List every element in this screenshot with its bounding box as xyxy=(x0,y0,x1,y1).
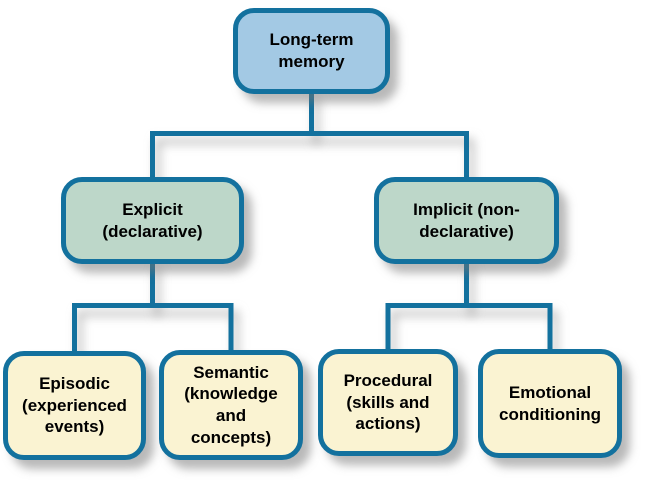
edge-root-bracket xyxy=(150,131,469,180)
node-emotional-conditioning-label: Emotional conditioning xyxy=(499,382,601,424)
edge-explicit-bracket xyxy=(72,303,234,355)
node-long-term-memory-label: Long-term memory xyxy=(269,30,354,71)
node-explicit-declarative: Explicit (declarative) xyxy=(61,177,244,264)
node-semantic: Semantic (knowledge and concepts) xyxy=(159,350,303,460)
node-implicit-non-declarative: Implicit (non-declarative) xyxy=(374,177,559,264)
node-explicit-declarative-label: Explicit (declarative) xyxy=(102,199,203,241)
node-procedural: Procedural (skills and actions) xyxy=(318,349,458,456)
node-procedural-label: Procedural (skills and actions) xyxy=(343,370,433,434)
node-long-term-memory: Long-term memory xyxy=(233,8,390,94)
node-episodic-label: Episodic (experienced events) xyxy=(22,373,127,437)
node-semantic-label: Semantic (knowledge and concepts) xyxy=(184,362,278,447)
edge-implicit-bracket xyxy=(385,303,553,353)
node-implicit-non-declarative-label: Implicit (non-declarative) xyxy=(413,199,520,241)
node-emotional-conditioning: Emotional conditioning xyxy=(478,349,622,458)
node-episodic: Episodic (experienced events) xyxy=(3,351,146,460)
